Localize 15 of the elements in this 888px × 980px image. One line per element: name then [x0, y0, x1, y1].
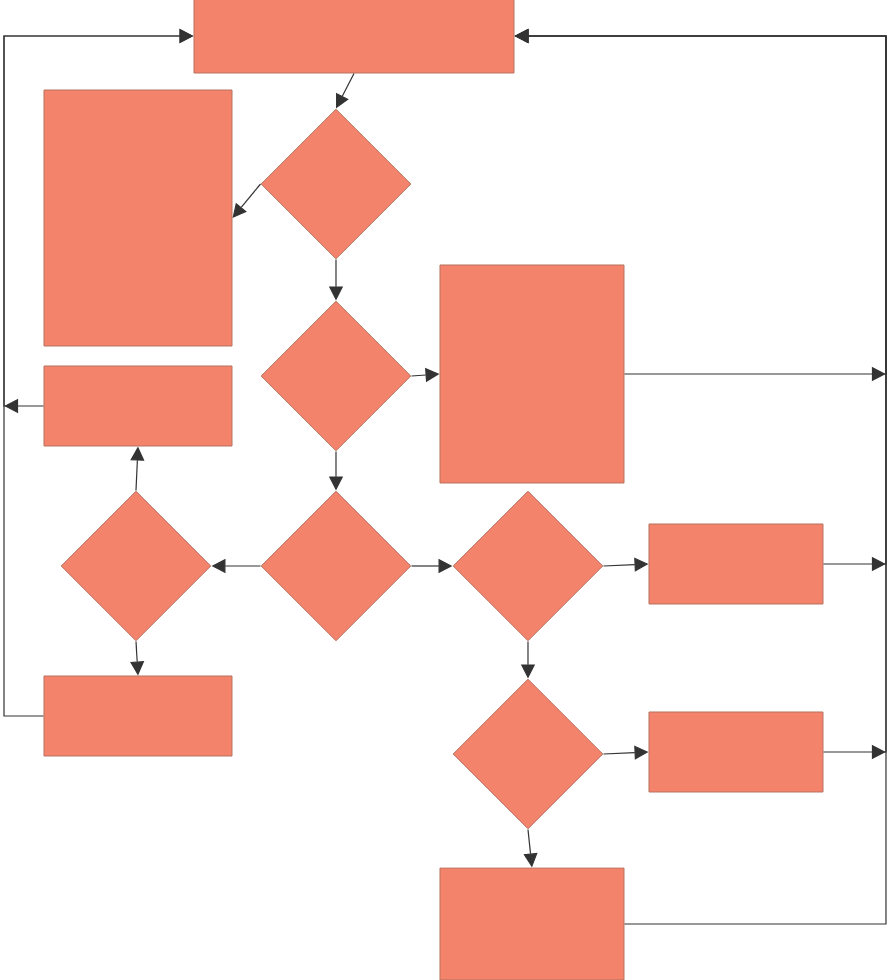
process-box	[439, 264, 625, 484]
process-box	[43, 675, 233, 757]
decision-diamond	[452, 678, 604, 830]
process-box	[43, 365, 233, 447]
decision-diamond	[60, 490, 212, 642]
decision-diamond	[452, 490, 604, 642]
process-box	[43, 89, 233, 347]
process-box	[439, 867, 625, 980]
decision-diamond	[260, 108, 412, 260]
process-box	[648, 523, 824, 605]
process-box	[648, 711, 824, 793]
decision-diamond	[260, 300, 412, 452]
process-box	[193, 0, 515, 74]
decision-diamond	[260, 490, 412, 642]
arrow	[232, 183, 262, 218]
